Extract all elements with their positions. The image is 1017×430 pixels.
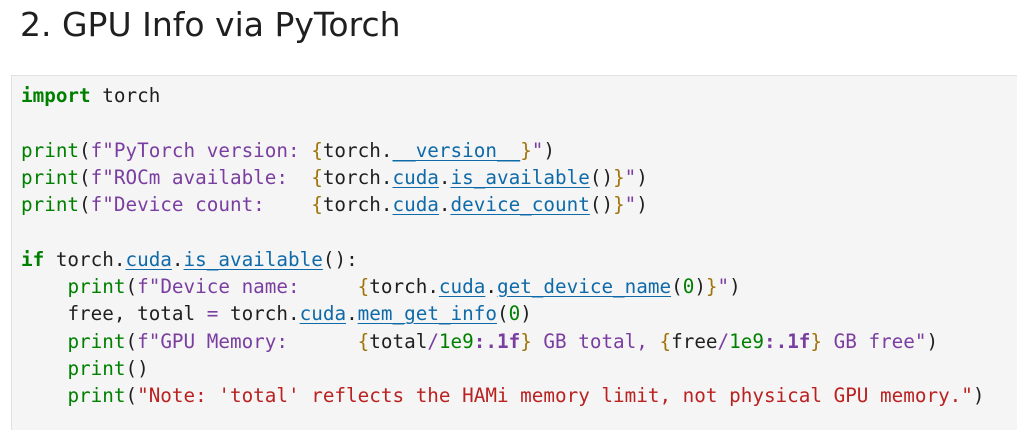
code-line: print(f"GPU Memory: {total/1e9:.1f} GB t… (67, 329, 939, 353)
code-line: import torch (21, 84, 161, 107)
code-line: if torch.cuda.is_available(): (21, 247, 358, 271)
code-line: print(f"PyTorch version: {torch.__versio… (21, 138, 556, 162)
code-line: print() (67, 356, 149, 380)
code-block: import torch​print(f"PyTorch version: {t… (11, 75, 1017, 430)
code-line: print(f"Device name: {torch.cuda.get_dev… (67, 275, 741, 299)
code-text: import torch​print(f"PyTorch version: {t… (21, 82, 985, 410)
code-line: ​ (21, 109, 985, 136)
code-line: print(f"Device count: {torch.cuda.device… (21, 193, 648, 217)
section-heading: 2. GPU Info via PyTorch (20, 5, 401, 44)
code-line: print(f"ROCm available: {torch.cuda.is_a… (21, 165, 648, 189)
code-line: ​ (21, 218, 985, 245)
code-line: print("Note: 'total' reflects the HAMi m… (67, 384, 985, 408)
code-line: free, total = torch.cuda.mem_get_info(0) (67, 302, 532, 326)
